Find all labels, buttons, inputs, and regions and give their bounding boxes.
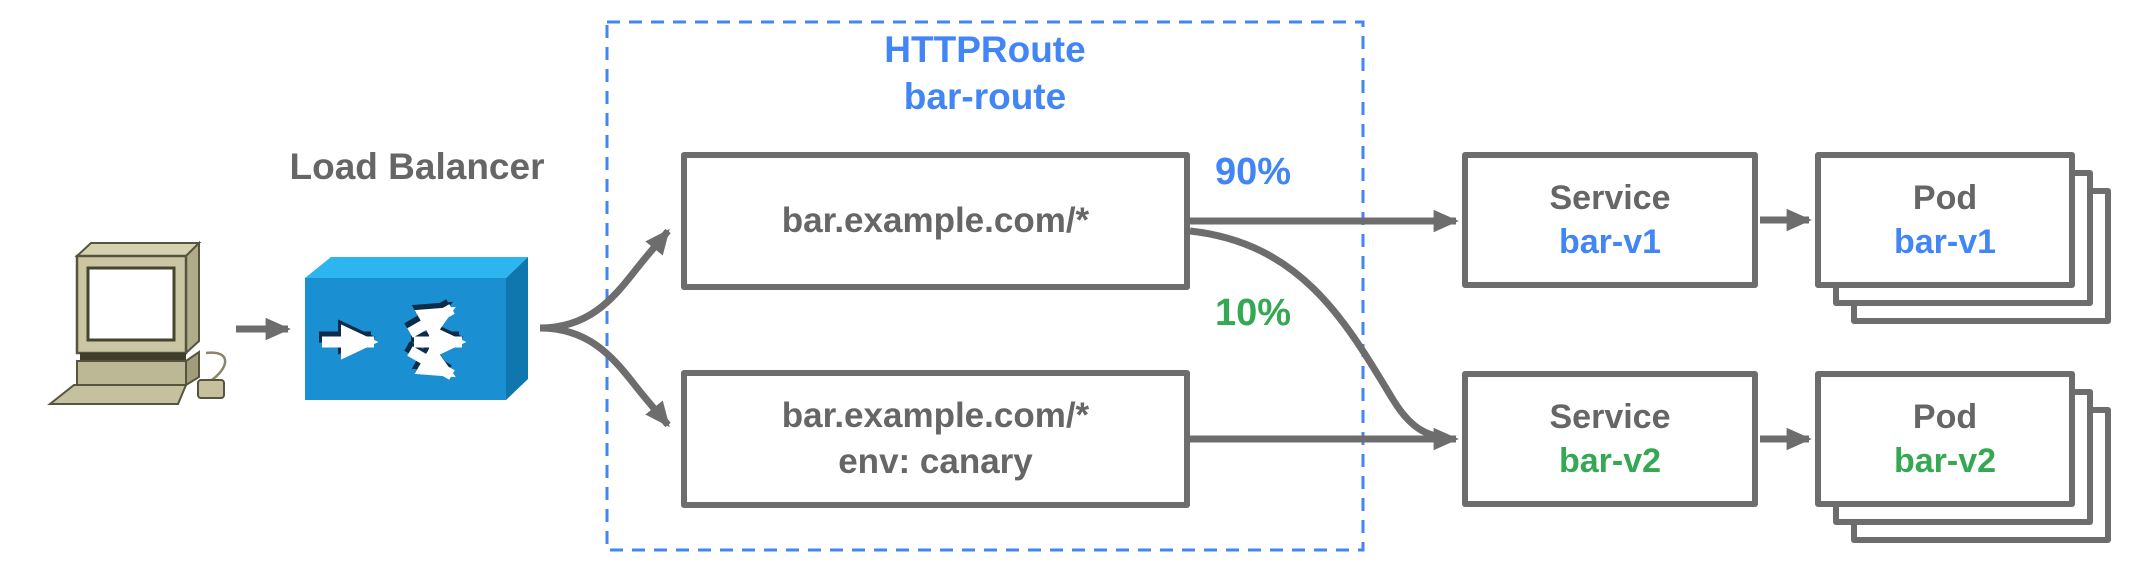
httproute-boundary (605, 20, 1365, 552)
httproute-name-label: bar-route (903, 76, 1067, 117)
pod-bar-v2-box: Pod bar-v2 (1815, 371, 2075, 507)
pod-v2-name-label: bar-v2 (1893, 442, 1997, 480)
service-v1-kind-label: Service (1549, 179, 1671, 217)
pod-bar-v2-stack: Pod bar-v2 (1815, 371, 2115, 551)
route-rule-canary-match: bar.example.com/* (781, 396, 1090, 435)
service-v2-kind-label: Service (1549, 398, 1671, 436)
httproute-kind-label: HTTPRoute (884, 29, 1086, 70)
pod-bar-v1-box: Pod bar-v1 (1815, 152, 2075, 288)
pod-v1-kind-label: Pod (1912, 179, 1978, 217)
weight-10-label: 10% (1214, 292, 1292, 334)
route-rule-canary-header: env: canary (838, 442, 1033, 481)
weight-90-label: 90% (1214, 151, 1292, 193)
service-v1-name-label: bar-v1 (1558, 223, 1662, 261)
pod-bar-v1-stack: Pod bar-v1 (1815, 152, 2115, 332)
arrow-lb-to-canary-rule (539, 324, 671, 428)
httproute-title: HTTPRoute bar-route (685, 26, 1285, 120)
service-bar-v2-box: Service bar-v2 (1462, 371, 1758, 507)
route-rule-canary-box: bar.example.com/* env: canary (681, 370, 1190, 508)
route-rule-primary-match: bar.example.com/* (781, 201, 1090, 240)
pod-v1-name-label: bar-v1 (1893, 223, 1997, 261)
route-rule-primary-box: bar.example.com/* (681, 152, 1190, 290)
service-v2-name-label: bar-v2 (1558, 442, 1662, 480)
load-balancer-label: Load Balancer (289, 146, 545, 187)
pod-v2-kind-label: Pod (1912, 398, 1978, 436)
service-bar-v1-box: Service bar-v1 (1462, 152, 1758, 288)
load-balancer-icon (305, 257, 528, 400)
arrow-10-percent-curve (1189, 227, 1449, 442)
arrow-lb-to-primary-rule (539, 228, 671, 332)
desktop-computer-icon (47, 240, 227, 405)
